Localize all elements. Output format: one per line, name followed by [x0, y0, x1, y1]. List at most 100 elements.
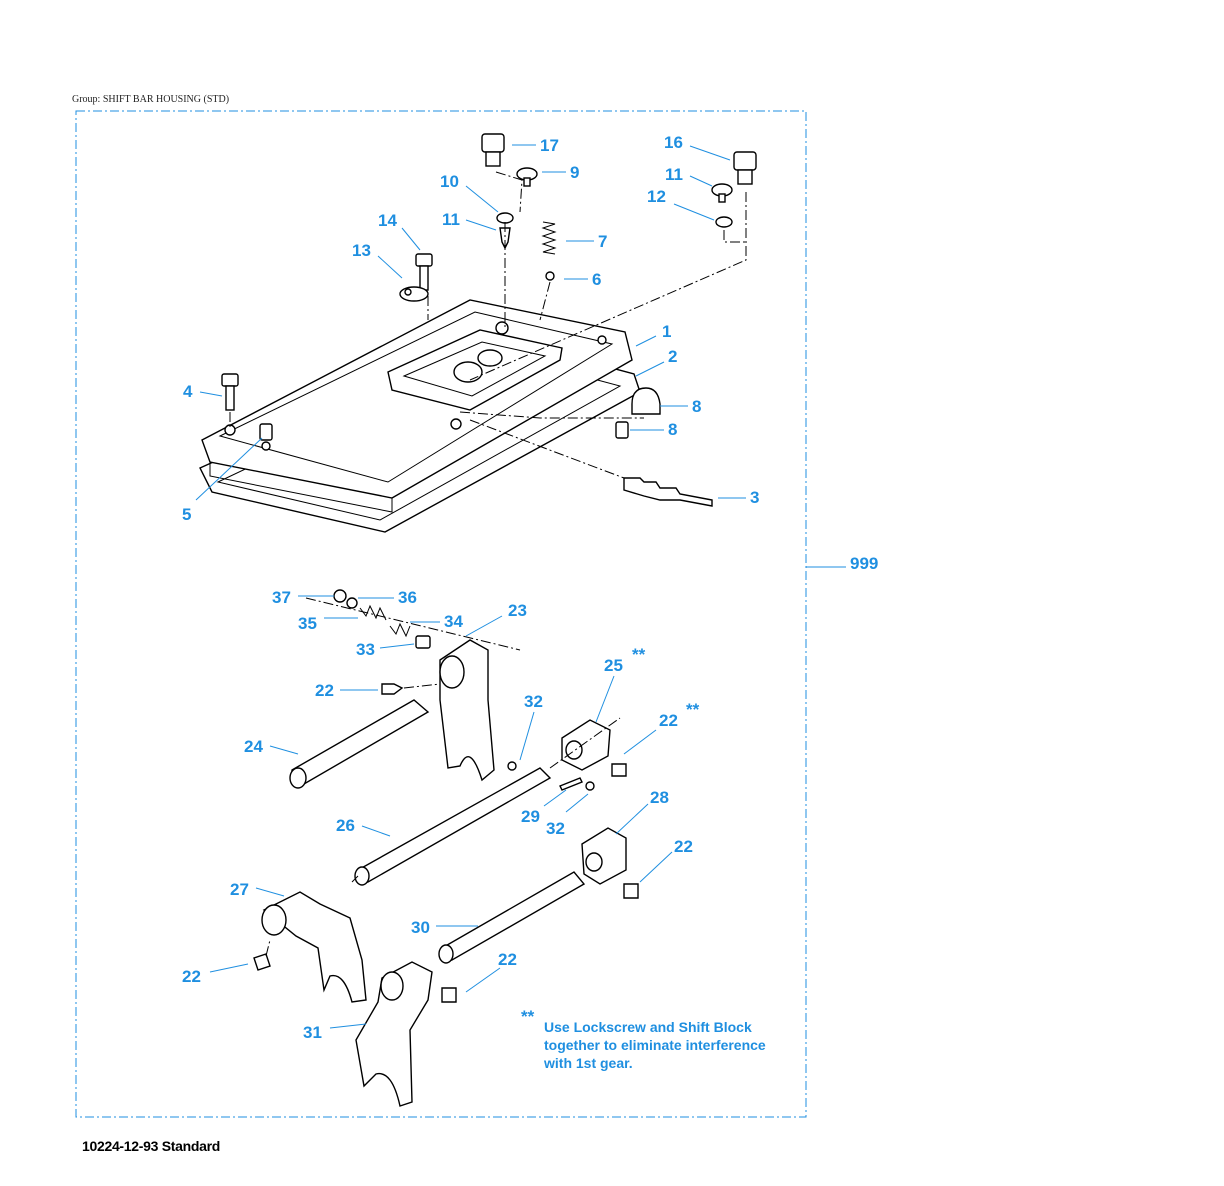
callout-7: 7 — [566, 232, 607, 251]
callout-8-plug: 8 — [630, 420, 677, 439]
callout-33: 33 — [356, 640, 415, 659]
callout-22-a: 22 — [315, 681, 378, 700]
washer-part-10 — [496, 212, 514, 224]
sensor-part-3 — [623, 477, 713, 507]
svg-text:32: 32 — [546, 819, 565, 838]
switch-part-16 — [481, 133, 505, 167]
plunger-part-11 — [499, 227, 511, 250]
rail-part-26 — [354, 767, 552, 886]
svg-text:33: 33 — [356, 640, 375, 659]
callout-22-e: 22 — [465, 950, 517, 993]
centerline — [305, 597, 521, 651]
ball-part-32 — [507, 761, 595, 791]
svg-text:27: 27 — [230, 880, 249, 899]
svg-text:35: 35 — [298, 614, 317, 633]
callout-23: 23 — [465, 601, 527, 637]
callout-26: 26 — [336, 816, 391, 837]
note-block: ** Use Lockscrew and Shift Block togethe… — [521, 1007, 766, 1071]
svg-text:29: 29 — [521, 807, 540, 826]
svg-text:16: 16 — [664, 133, 683, 152]
svg-text:26: 26 — [336, 816, 355, 835]
rail-part-24 — [289, 699, 430, 789]
ring-part-37 — [333, 589, 347, 603]
svg-text:5: 5 — [182, 505, 191, 524]
svg-text:10: 10 — [440, 172, 459, 191]
callout-25: 25** — [595, 645, 646, 723]
screw-part-22 — [253, 953, 271, 971]
svg-text:17: 17 — [540, 136, 559, 155]
callout-37: 37 — [272, 588, 334, 607]
callout-27: 27 — [230, 880, 285, 899]
svg-text:6: 6 — [592, 270, 601, 289]
svg-text:3: 3 — [750, 488, 759, 507]
callout-32-b: 32 — [546, 793, 589, 838]
centerline — [495, 171, 523, 213]
callout-6: 6 — [564, 270, 601, 289]
callout-1: 1 — [635, 322, 671, 347]
note-line-3: with 1st gear. — [543, 1055, 633, 1071]
svg-text:13: 13 — [352, 241, 371, 260]
screw-part-9 — [516, 167, 538, 187]
plunger-part-33 — [415, 635, 431, 649]
callout-31: 29 — [521, 789, 567, 826]
callout-17: 16 — [664, 133, 731, 161]
centerline — [403, 683, 441, 689]
centerline — [469, 192, 747, 381]
screw-part-12 — [711, 183, 733, 203]
svg-text:22: 22 — [674, 837, 693, 856]
callout-35: 35 — [298, 614, 358, 633]
svg-text:37: 37 — [272, 588, 291, 607]
screw-part-22 — [623, 883, 639, 899]
callout-32-a: 32 — [519, 692, 543, 761]
centerline — [351, 875, 359, 883]
centerline — [539, 281, 551, 321]
svg-text:**: ** — [632, 645, 646, 664]
spring-part-34 — [389, 622, 411, 638]
pin-part-31 — [559, 777, 583, 791]
svg-text:**: ** — [686, 700, 700, 719]
housing-cover-part-1 — [201, 299, 633, 513]
screw-part-22 — [381, 683, 404, 695]
svg-text:31: 31 — [303, 1023, 322, 1042]
svg-text:7: 7 — [598, 232, 607, 251]
block-part-25 — [561, 719, 611, 771]
callout-36: 36 — [358, 588, 417, 607]
callout-16: 17 — [512, 136, 559, 155]
spring-part-35 — [359, 604, 387, 621]
washer-part-13 — [715, 216, 733, 228]
clip-part-14 — [399, 286, 429, 302]
svg-text:32: 32 — [524, 692, 543, 711]
screw-part-22 — [611, 763, 627, 777]
callout-15: 14 — [378, 211, 421, 251]
callout-22-b: 22** — [623, 700, 700, 755]
plug-part-5 — [259, 423, 273, 441]
centerline — [459, 411, 644, 419]
ball-part-6 — [545, 271, 555, 281]
washer-part-36 — [346, 597, 358, 609]
note-marker: ** — [521, 1007, 535, 1026]
callout-5: 5 — [182, 437, 263, 524]
callout-30: 31 — [303, 1023, 367, 1042]
fork-part-30 — [355, 961, 433, 1107]
svg-text:22: 22 — [182, 967, 201, 986]
svg-text:28: 28 — [650, 788, 669, 807]
svg-text:8: 8 — [668, 420, 677, 439]
svg-text:24: 24 — [244, 737, 263, 756]
svg-text:36: 36 — [398, 588, 417, 607]
svg-text:11: 11 — [665, 165, 683, 184]
document-id: 10224-12-93 Standard — [82, 1138, 220, 1154]
callout-3: 3 — [718, 488, 759, 507]
plug-part-8 — [615, 421, 629, 439]
callout-9: 9 — [542, 163, 579, 182]
centerline — [265, 939, 271, 957]
svg-text:8: 8 — [692, 397, 701, 416]
block-part-28 — [581, 827, 627, 885]
callout-13: 12 — [647, 187, 715, 221]
note-line-2: together to eliminate interference — [544, 1037, 766, 1053]
callout-28: 28 — [615, 788, 669, 835]
callout-14: 13 — [352, 241, 403, 279]
fork-part-23 — [439, 639, 495, 782]
screw-part-22 — [441, 987, 457, 1003]
